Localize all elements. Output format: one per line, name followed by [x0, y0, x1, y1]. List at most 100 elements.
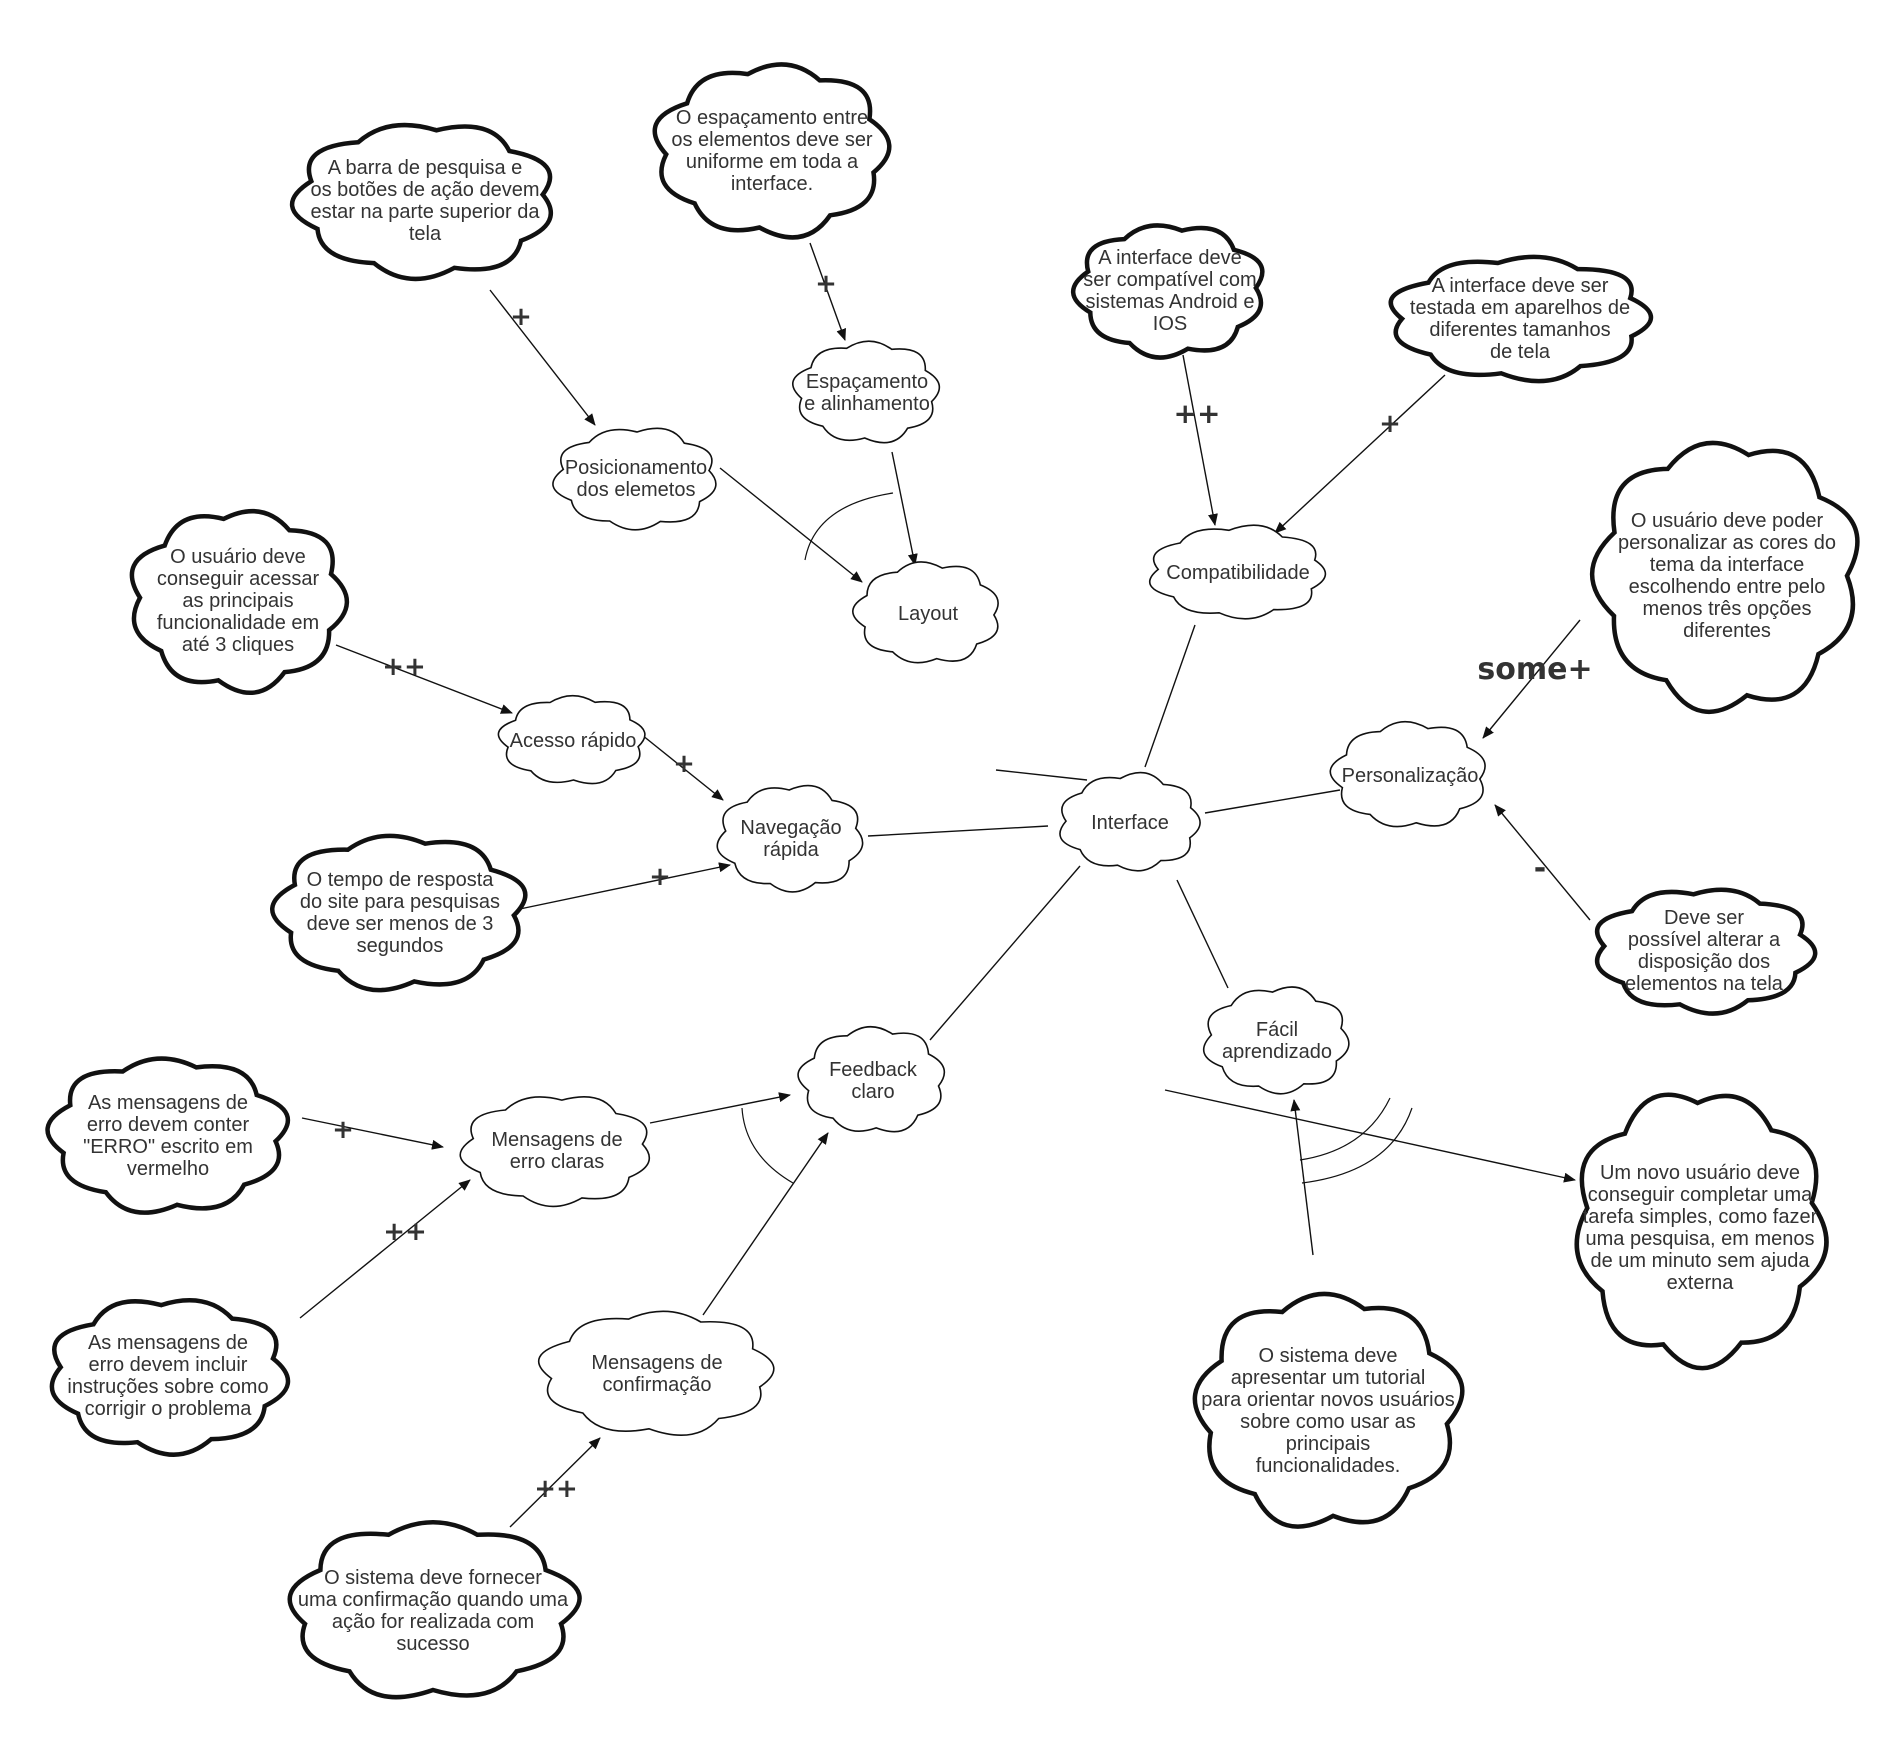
link-19	[809, 242, 846, 341]
node-label: Compatibilidade	[1166, 562, 1309, 584]
node-label-line: diferentes tamanhos	[1429, 319, 1610, 341]
node-label-line: externa	[1667, 1272, 1735, 1294]
cloud-shape	[129, 509, 350, 695]
link-20	[1182, 354, 1218, 526]
node-label-line: estar na parte superior da	[310, 201, 540, 223]
and-arc-2	[741, 1107, 794, 1184]
node-label-line: claro	[851, 1081, 894, 1103]
link-14	[649, 1092, 791, 1124]
node-label-line: Deve ser	[1664, 907, 1744, 929]
node-label-line: instruções sobre como	[67, 1376, 268, 1398]
cloud-shape	[852, 561, 999, 664]
cloud-shape	[797, 1025, 946, 1133]
cloud-shape	[538, 1310, 775, 1436]
node-label-line: erro devem incluir	[89, 1354, 248, 1376]
node-compatibilidade: Compatibilidade	[1148, 524, 1327, 620]
node-label-line: aprendizado	[1222, 1041, 1332, 1063]
node-label-line: Feedback	[829, 1059, 918, 1081]
node-label-line: diferentes	[1683, 620, 1771, 642]
contribution-label-erro-instrucoes: ++	[383, 1217, 427, 1247]
node-label-line: Posicionamento	[565, 457, 707, 479]
node-layout: Layout	[852, 561, 999, 664]
node-label-line: escolhendo entre pelo	[1629, 576, 1826, 598]
node-label: Interface	[1091, 812, 1169, 834]
node-label-line: A interface deve	[1098, 247, 1241, 269]
node-label-line: Layout	[898, 603, 958, 625]
cloud-shape	[289, 122, 554, 282]
node-label-line: de tela	[1490, 341, 1551, 363]
node-label-line: Espaçamento	[806, 371, 928, 393]
cloud-shape	[792, 340, 941, 444]
node-label-line: confirmação	[603, 1374, 712, 1396]
node-label-line: personalizar as cores do	[1618, 532, 1836, 554]
node-label: Personalização	[1342, 765, 1479, 787]
cloud-shape	[1574, 1092, 1829, 1371]
node-label-line: erro devem conter	[87, 1114, 250, 1136]
node-label-line: A barra de pesquisa e	[328, 157, 523, 179]
link-18	[489, 289, 596, 426]
node-label-line: "ERRO" escrito em	[83, 1136, 253, 1158]
link-15	[301, 1117, 444, 1150]
contribution-label-confirmacao-sucesso: ++	[534, 1474, 578, 1504]
node-label: Layout	[898, 603, 958, 625]
node-label-line: erro claras	[510, 1151, 604, 1173]
node-label-line: As mensagens de	[88, 1332, 248, 1354]
link-5	[929, 865, 1081, 1041]
contribution-label-acesso-rapido: +	[673, 749, 695, 779]
link-21	[1274, 374, 1446, 534]
node-label-line: O usuário deve	[170, 546, 306, 568]
node-label-line: os botões de ação devem	[310, 179, 539, 201]
node-label-line: sistemas Android e	[1086, 291, 1255, 313]
node-label-line: os elementos deve ser	[671, 129, 873, 151]
link-9	[1164, 1089, 1576, 1183]
and-arc-1	[804, 492, 894, 561]
node-label-line: Navegação	[740, 817, 841, 839]
contribution-label-android-ios: ++	[1174, 397, 1221, 430]
node-label-line: Fácil	[1256, 1019, 1298, 1041]
node-label-line: deve ser menos de 3	[307, 913, 494, 935]
cloud-shape	[716, 784, 864, 893]
contribution-label-tamanhos-tela: +	[1379, 409, 1401, 439]
contribution-label-tres-cliques: ++	[382, 652, 426, 682]
node-label-line: até 3 cliques	[182, 634, 294, 656]
link-1	[995, 769, 1088, 781]
node-label-line: dos elemetos	[577, 479, 696, 501]
node-label-line: ser compatível com	[1083, 269, 1256, 291]
cloud-shape	[270, 833, 528, 993]
cloud-shape	[1202, 986, 1350, 1095]
node-label-line: As mensagens de	[88, 1092, 248, 1114]
cloud-shape	[652, 62, 892, 240]
node-label-line: O usuário deve poder	[1631, 510, 1824, 532]
cloud-shape	[45, 1056, 291, 1215]
link-16	[299, 1179, 471, 1319]
contribution-label-espacamento-uniforme: +	[815, 269, 837, 299]
node-label-line: uma confirmação quando uma	[298, 1589, 569, 1611]
cloud-shape	[1590, 440, 1860, 714]
node-label-line: de um minuto sem ajuda	[1590, 1250, 1810, 1272]
node-acesso-rapido: Acesso rápido	[497, 694, 646, 785]
cloud-shape	[459, 1095, 651, 1208]
node-label-line: interface.	[731, 173, 813, 195]
link-11	[335, 644, 513, 714]
node-label-line: menos três opções	[1643, 598, 1812, 620]
node-label-line: Personalização	[1342, 765, 1479, 787]
link-8	[891, 451, 918, 566]
link-23	[1494, 804, 1591, 921]
node-label-line: apresentar um tutorial	[1231, 1367, 1426, 1389]
links-layer	[299, 242, 1591, 1528]
